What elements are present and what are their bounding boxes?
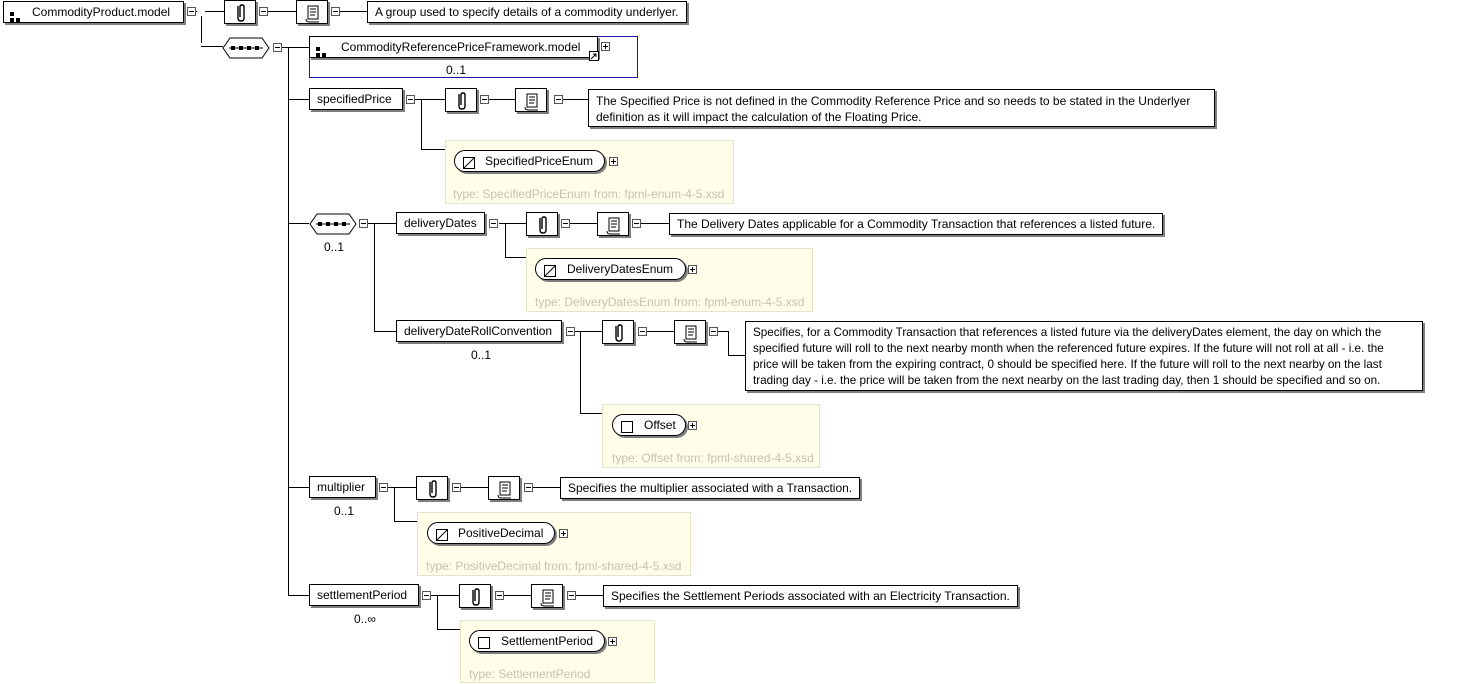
complex-type-icon (621, 419, 633, 433)
multiplier-cardinality: 0..1 (334, 504, 355, 518)
documentation-box[interactable] (515, 88, 547, 112)
collapse-toggle[interactable] (566, 327, 575, 336)
group-reference-name: CommodityReferencePriceFramework.model (341, 40, 581, 54)
delivery-dates-documentation: The Delivery Dates applicable for a Comm… (669, 213, 1164, 235)
collapse-toggle[interactable] (422, 591, 431, 600)
simple-type-icon (544, 263, 556, 277)
delivery-date-roll-convention-cardinality: 0..1 (471, 348, 492, 362)
collapse-toggle[interactable] (632, 219, 641, 228)
element-delivery-date-roll-convention[interactable]: deliveryDateRollConvention (396, 320, 562, 342)
expand-toggle[interactable] (601, 42, 610, 51)
sequence-compositor-icon[interactable] (309, 212, 358, 236)
appinfo-box[interactable] (602, 320, 634, 344)
appinfo-box[interactable] (224, 0, 256, 24)
type-footer: type: DeliveryDatesEnum from: fpml-enum-… (535, 295, 805, 309)
sequence-cardinality: 0..1 (324, 240, 345, 254)
root-group-name: CommodityProduct.model (32, 5, 171, 19)
documentation-box[interactable] (296, 0, 328, 24)
collapse-toggle[interactable] (187, 7, 196, 16)
delivery-date-roll-convention-documentation: Specifies, for a Commodity Transaction t… (745, 321, 1423, 391)
type-footer: type: SpecifiedPriceEnum from: fpml-enum… (453, 187, 725, 201)
collapse-toggle[interactable] (273, 43, 282, 52)
element-delivery-dates[interactable]: deliveryDates (396, 212, 485, 234)
root-documentation: A group used to specify details of a com… (367, 1, 687, 23)
appinfo-box[interactable] (526, 212, 558, 236)
collapse-toggle[interactable] (406, 95, 415, 104)
expand-toggle[interactable] (608, 637, 617, 646)
simple-type-node[interactable]: SpecifiedPriceEnum (454, 150, 605, 172)
settlement-period-documentation: Specifies the Settlement Periods associa… (603, 585, 1018, 607)
collapse-toggle[interactable] (331, 7, 340, 16)
collapse-toggle[interactable] (709, 327, 718, 336)
group-icon (316, 43, 328, 57)
collapse-toggle[interactable] (567, 591, 576, 600)
documentation-box[interactable] (488, 476, 520, 500)
documentation-box[interactable] (531, 584, 563, 608)
element-settlement-period[interactable]: settlementPeriod (309, 584, 419, 606)
specified-price-documentation: The Specified Price is not defined in th… (588, 89, 1215, 127)
collapse-toggle[interactable] (452, 483, 461, 492)
expand-toggle[interactable] (609, 157, 618, 166)
sequence-compositor-icon[interactable] (222, 36, 271, 60)
reference-arrow-icon (589, 47, 599, 61)
complex-type-node[interactable]: SettlementPeriod (469, 630, 605, 652)
root-group-node[interactable]: CommodityProduct.model (3, 1, 184, 23)
simple-type-node[interactable]: DeliveryDatesEnum (535, 258, 686, 280)
complex-type-icon (478, 635, 490, 649)
element-multiplier[interactable]: multiplier (309, 476, 376, 498)
collapse-toggle[interactable] (259, 7, 268, 16)
group-icon (10, 8, 22, 22)
expand-toggle[interactable] (559, 529, 568, 538)
collapse-toggle[interactable] (554, 95, 563, 104)
collapse-toggle[interactable] (561, 219, 570, 228)
simple-type-icon (436, 527, 448, 541)
collapse-toggle[interactable] (489, 219, 498, 228)
simple-type-node[interactable]: PositiveDecimal (427, 522, 555, 544)
collapse-toggle[interactable] (480, 95, 489, 104)
appinfo-box[interactable] (445, 88, 477, 112)
collapse-toggle[interactable] (495, 591, 504, 600)
appinfo-box[interactable] (459, 584, 491, 608)
collapse-toggle[interactable] (379, 483, 388, 492)
simple-type-icon (463, 155, 475, 169)
documentation-box[interactable] (674, 320, 706, 344)
expand-toggle[interactable] (688, 265, 697, 274)
appinfo-box[interactable] (416, 476, 448, 500)
expand-toggle[interactable] (688, 421, 697, 430)
element-specified-price[interactable]: specifiedPrice (309, 88, 403, 110)
settlement-period-cardinality: 0..∞ (354, 612, 376, 626)
collapse-toggle[interactable] (359, 219, 368, 228)
type-footer: type: Offset from: fpml-shared-4-5.xsd (612, 451, 814, 465)
type-footer: type: PositiveDecimal from: fpml-shared-… (426, 559, 682, 573)
type-footer: type: SettlementPeriod (469, 667, 591, 681)
complex-type-node[interactable]: Offset (612, 414, 686, 436)
group-reference-node[interactable]: CommodityReferencePriceFramework.model (309, 36, 599, 61)
collapse-toggle[interactable] (524, 483, 533, 492)
multiplier-documentation: Specifies the multiplier associated with… (560, 477, 861, 499)
collapse-toggle[interactable] (638, 327, 647, 336)
group-reference-cardinality: 0..1 (446, 63, 467, 77)
documentation-box[interactable] (597, 212, 629, 236)
